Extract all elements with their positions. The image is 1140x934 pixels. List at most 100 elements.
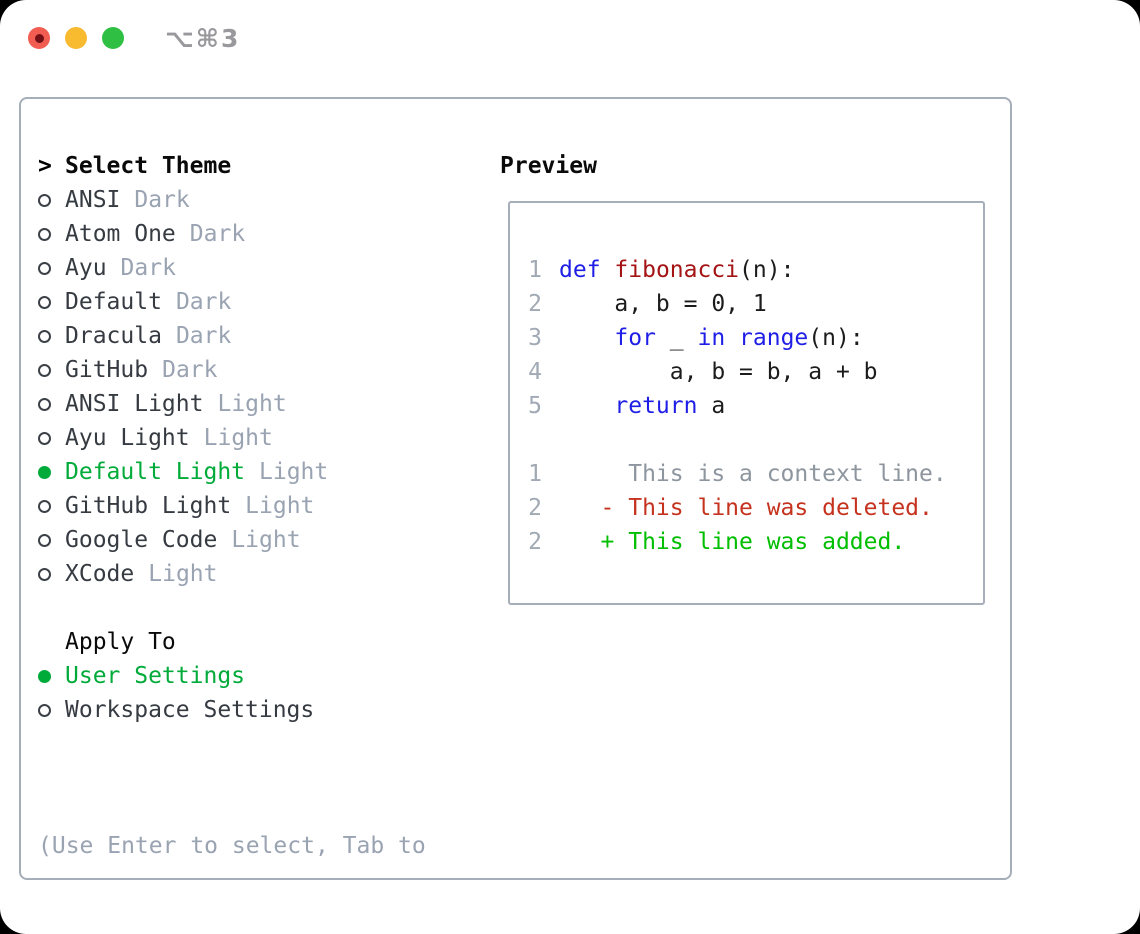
apply-to-title: Apply To xyxy=(65,629,176,655)
radio-dot xyxy=(38,363,51,377)
radio-dot xyxy=(38,227,51,241)
apply-option-workspace-settings[interactable]: Workspace Settings xyxy=(38,693,314,727)
code-token: in xyxy=(697,325,726,351)
line-number: 1 xyxy=(528,461,542,487)
theme-option-github-light-light[interactable]: GitHub Light Light xyxy=(38,489,328,523)
radio-dot xyxy=(38,431,51,445)
code-token: range xyxy=(739,325,809,351)
radio-icon xyxy=(38,533,65,547)
radio-dot xyxy=(38,329,51,343)
theme-name: GitHub xyxy=(65,357,149,383)
theme-option-default-dark[interactable]: Default Dark xyxy=(38,285,328,319)
minimize-button[interactable] xyxy=(65,27,87,49)
window-titlebar: ⌥⌘3 xyxy=(28,24,240,53)
preview-line: 2 a, b = 0, 1 xyxy=(528,287,983,321)
theme-variant: Dark xyxy=(175,289,232,315)
help-text: (Use Enter to select, Tab to change focu… xyxy=(38,761,426,934)
code-text: + This line was added. xyxy=(559,525,906,559)
theme-option-default-light-light[interactable]: Default Light Light xyxy=(38,455,328,489)
preview-line xyxy=(528,423,983,457)
code-token xyxy=(725,325,739,351)
code-token: (n): xyxy=(808,325,864,351)
radio-icon xyxy=(38,193,65,207)
theme-variant: Dark xyxy=(175,323,232,349)
radio-icon xyxy=(38,329,65,343)
code-text: a, b = 0, 1 xyxy=(559,287,766,321)
line-number: 5 xyxy=(528,393,542,419)
code-text: This is a context line. xyxy=(559,457,947,491)
code-token: return xyxy=(614,393,698,419)
code-token xyxy=(601,257,615,283)
theme-option-ansi-dark[interactable]: ANSI Dark xyxy=(38,183,328,217)
apply-option-name: Workspace Settings xyxy=(65,697,315,723)
theme-variant: Dark xyxy=(162,357,218,383)
theme-name: Google Code xyxy=(65,527,218,553)
focus-caret-icon: > xyxy=(38,153,52,179)
preview-line: 2 - This line was deleted. xyxy=(528,491,983,525)
line-number: 1 xyxy=(528,257,542,283)
radio-icon xyxy=(38,499,65,513)
theme-name: ANSI xyxy=(65,187,121,213)
theme-name: Default Light xyxy=(65,459,246,485)
radio-dot xyxy=(38,465,51,479)
line-number: 4 xyxy=(528,359,542,385)
theme-name: GitHub Light xyxy=(65,493,232,519)
code-token: fibonacci xyxy=(614,257,740,283)
radio-dot xyxy=(38,295,51,309)
maximize-button[interactable] xyxy=(102,27,124,49)
radio-dot xyxy=(38,397,51,411)
theme-variant: Light xyxy=(245,493,315,519)
code-token xyxy=(559,393,614,419)
code-token: a, b = b, a + b xyxy=(559,359,878,385)
close-button[interactable] xyxy=(28,27,50,49)
radio-icon xyxy=(38,363,65,377)
line-number xyxy=(528,423,542,457)
radio-icon xyxy=(38,397,65,411)
apply-to-header-row: Apply To xyxy=(38,625,314,659)
theme-name: XCode xyxy=(65,561,135,587)
theme-option-github-dark[interactable]: GitHub Dark xyxy=(38,353,328,387)
code-token xyxy=(559,325,614,351)
preview-line: 3 for _ in range(n): xyxy=(528,321,983,355)
code-token: def xyxy=(559,257,601,283)
radio-dot xyxy=(38,261,51,275)
theme-variant: Dark xyxy=(120,255,176,281)
theme-name: ANSI Light xyxy=(65,391,204,417)
theme-name: Ayu Light xyxy=(65,425,190,451)
radio-icon xyxy=(38,261,65,275)
code-token: _ xyxy=(655,325,698,351)
radio-icon xyxy=(38,703,65,717)
line-number: 2 xyxy=(528,495,542,521)
code-token: (n): xyxy=(739,257,795,283)
radio-icon xyxy=(38,227,65,241)
code-text: a, b = b, a + b xyxy=(559,355,878,389)
radio-dot xyxy=(38,499,51,513)
help-text-line-1: (Use Enter to select, Tab to xyxy=(38,833,426,859)
theme-variant: Dark xyxy=(134,187,190,213)
radio-selected-icon xyxy=(38,669,65,683)
line-number: 2 xyxy=(528,529,542,555)
theme-name: Default xyxy=(65,289,162,315)
code-token: - This line was deleted. xyxy=(559,495,933,521)
code-text: return a xyxy=(559,389,725,423)
theme-variant: Light xyxy=(259,459,329,485)
code-token: a xyxy=(697,393,726,419)
code-token: + This line was added. xyxy=(559,529,906,555)
radio-icon xyxy=(38,567,65,581)
radio-dot xyxy=(38,669,51,683)
preview-line: 5 return a xyxy=(528,389,983,423)
apply-option-user-settings[interactable]: User Settings xyxy=(38,659,314,693)
radio-dot xyxy=(38,703,51,717)
